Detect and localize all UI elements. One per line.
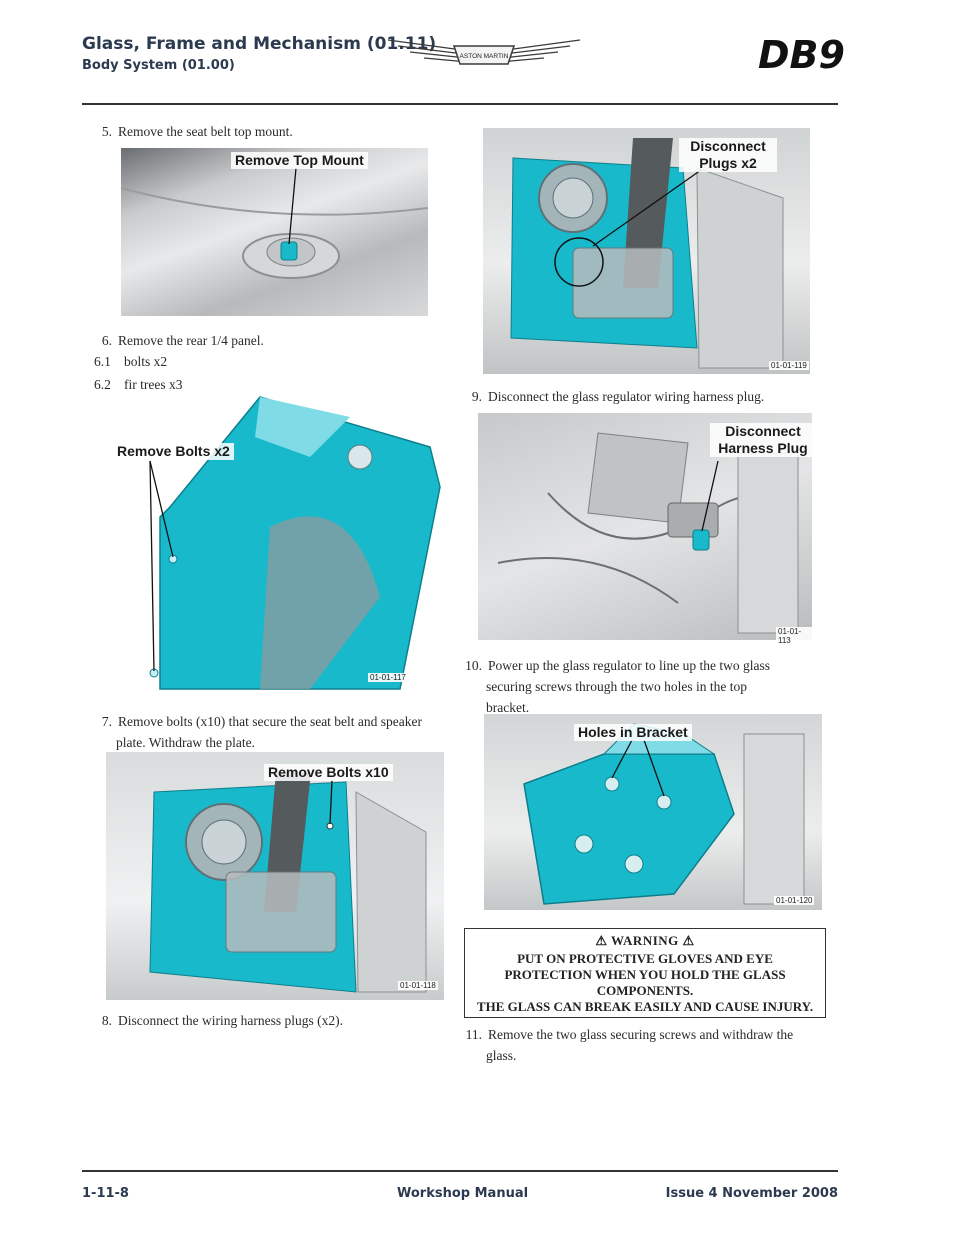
callout-remove-bolts-x10: Remove Bolts x10: [264, 764, 393, 781]
db9-badge: DB9: [758, 33, 845, 77]
warning-triangle-icon: ⚠: [595, 933, 608, 948]
figure-ref-119: 01-01-119: [769, 361, 809, 370]
footer-issue: Issue 4 November 2008: [665, 1186, 838, 1201]
header-title: Glass, Frame and Mechanism (01.11): [82, 34, 437, 54]
figure-ref-120: 01-01-120: [774, 896, 815, 905]
callout-remove-bolts-x2: Remove Bolts x2: [113, 443, 234, 460]
callout-holes-in-bracket: Holes in Bracket: [574, 724, 692, 741]
step-10: 10.Power up the glass regulator to line …: [465, 658, 770, 715]
step-8: 8.Disconnect the wiring harness plugs (x…: [101, 1013, 343, 1028]
logo-text: ASTON MARTIN: [460, 53, 509, 60]
aston-martin-wings-logo: ASTON MARTIN: [387, 39, 581, 65]
figure-disconnect-harness-plug: Disconnect Harness Plug 01-01-113: [478, 413, 816, 645]
figure-ref-118: 01-01-118: [398, 981, 438, 990]
figure-holes-in-bracket: Holes in Bracket 01-01-120: [484, 714, 822, 910]
figure-ref-117: 01-01-117: [368, 673, 408, 682]
figure-disconnect-plugs: Disconnect Plugs x2 01-01-119: [483, 128, 810, 374]
callout-remove-top-mount: Remove Top Mount: [231, 152, 368, 169]
step-9: 9.Disconnect the glass regulator wiring …: [471, 389, 765, 404]
footer-title: Workshop Manual: [397, 1186, 529, 1201]
header-divider: [82, 103, 838, 105]
step-7: 7.Remove bolts (x10) that secure the sea…: [101, 714, 423, 750]
callout-disconnect-plugs: Disconnect Plugs x2: [679, 138, 777, 172]
svg-text:DB9: DB9: [758, 33, 845, 77]
figure-rear-quarter-panel: Remove Bolts x2 01-01-117: [110, 396, 446, 690]
step-5: 5.Remove the seat belt top mount.: [101, 124, 293, 139]
warning-text: PUT ON PROTECTIVE GLOVES AND EYE PROTECT…: [476, 951, 814, 1014]
warning-box: ⚠ WARNING ⚠ PUT ON PROTECTIVE GLOVES AND…: [464, 928, 826, 1018]
figure-ref-113: 01-01-113: [776, 627, 812, 645]
footer-page-number: 1-11-8: [82, 1186, 129, 1201]
callout-disconnect-harness-plug: Disconnect Harness Plug: [710, 423, 816, 457]
step-6: 6.Remove the rear 1/4 panel.: [101, 333, 264, 348]
header-subtitle: Body System (01.00): [82, 58, 235, 73]
figure-seat-belt-top-mount: Remove Top Mount: [120, 148, 429, 316]
warning-heading: ⚠ WARNING ⚠: [595, 933, 695, 948]
step-11: 11.Remove the two glass securing screws …: [465, 1027, 794, 1063]
warning-triangle-icon-right: ⚠: [682, 933, 695, 948]
figure-speaker-plate-bolts: Remove Bolts x10 01-01-118: [106, 752, 444, 1000]
footer-divider: [82, 1170, 838, 1172]
